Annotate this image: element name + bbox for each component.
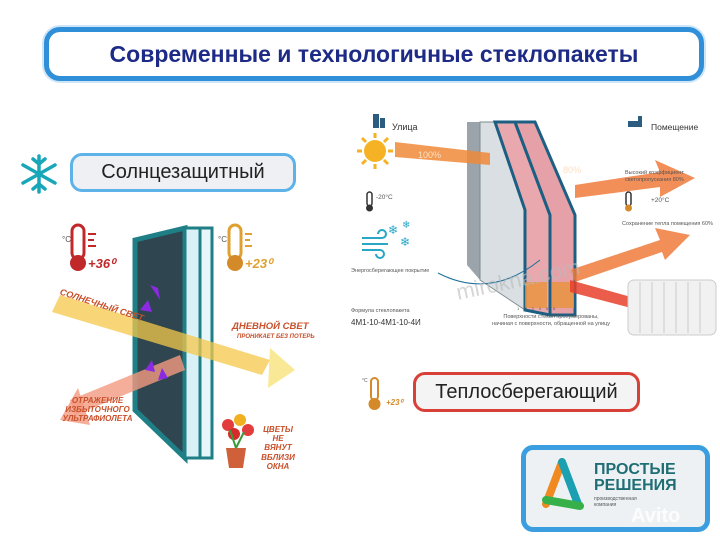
logo-tagline: производственная компания bbox=[594, 496, 637, 508]
street-label: Улица bbox=[392, 122, 418, 132]
heat-saving-diagram: ❄❄❄ mirokna.com bbox=[357, 114, 717, 336]
sun-protection-label: Солнцезащитный bbox=[70, 153, 296, 192]
heat-retention-note: Сохранение тепла помещения 60% bbox=[622, 221, 713, 227]
coating-label: Энергосберегающее покрытие bbox=[351, 268, 430, 274]
thermometer-warm-icon bbox=[227, 223, 252, 271]
coating-pointer bbox=[437, 259, 541, 285]
thermometer-room-icon bbox=[625, 191, 632, 212]
svg-text:❄: ❄ bbox=[402, 220, 410, 231]
company-logo: ПРОСТЫЕ РЕШЕНИЯ производственная компани… bbox=[521, 445, 710, 532]
snowflake-icon bbox=[21, 154, 57, 194]
avito-watermark: Avito bbox=[631, 505, 681, 527]
sun-icon bbox=[357, 133, 393, 169]
surface-numbers: 123456 bbox=[517, 306, 561, 311]
thermometer-icon bbox=[368, 377, 381, 410]
sun-protection-diagram bbox=[52, 223, 295, 468]
room-icon bbox=[628, 116, 642, 127]
formula: 4М1-10-4М1-10-4И bbox=[351, 318, 421, 327]
temp-unit: °C bbox=[62, 235, 71, 244]
heat-saving-label: Теплосберегающий bbox=[413, 372, 640, 412]
uv-arrows bbox=[140, 285, 168, 380]
logo-line-2: РЕШЕНИЯ bbox=[594, 477, 677, 494]
thermometer-cold-icon bbox=[366, 191, 373, 212]
outside-temp: +36⁰ bbox=[88, 256, 116, 271]
svg-text:❄: ❄ bbox=[400, 235, 410, 249]
room-temp: +20°C bbox=[651, 197, 670, 204]
daylight-label: ДНЕВНОЙ СВЕТ bbox=[232, 321, 309, 332]
outside-temp: -20°C bbox=[376, 194, 393, 201]
room-label: Помещение bbox=[651, 122, 699, 132]
thermometer-hot-icon bbox=[70, 223, 96, 271]
page-title: Современные и технологичные стеклопакеты bbox=[44, 27, 704, 81]
heat-saving-temp: +23⁰ bbox=[386, 398, 403, 407]
logo-triangle-icon bbox=[542, 458, 584, 510]
inside-temp: +23⁰ bbox=[245, 256, 273, 271]
formula-label: Формула стеклопакета bbox=[351, 308, 410, 314]
radiator-icon bbox=[627, 279, 717, 336]
building-icon bbox=[373, 114, 385, 128]
wind-snow-icon: ❄❄❄ bbox=[362, 220, 410, 259]
temp-unit: °C bbox=[362, 378, 368, 384]
logo-line-1: ПРОСТЫЕ bbox=[594, 461, 676, 478]
transmitted-light-percent: 80% bbox=[563, 165, 582, 175]
incoming-light-percent: 100% bbox=[418, 150, 442, 160]
daylight-sublabel: ПРОНИКАЕТ БЕЗ ПОТЕРЬ bbox=[237, 334, 315, 340]
svg-text:❄: ❄ bbox=[388, 223, 398, 237]
flower-pot-icon bbox=[222, 414, 254, 468]
surfaces-note: Поверхности стекол пронумерованы,начиная… bbox=[491, 314, 610, 328]
temp-unit: °C bbox=[218, 235, 227, 244]
